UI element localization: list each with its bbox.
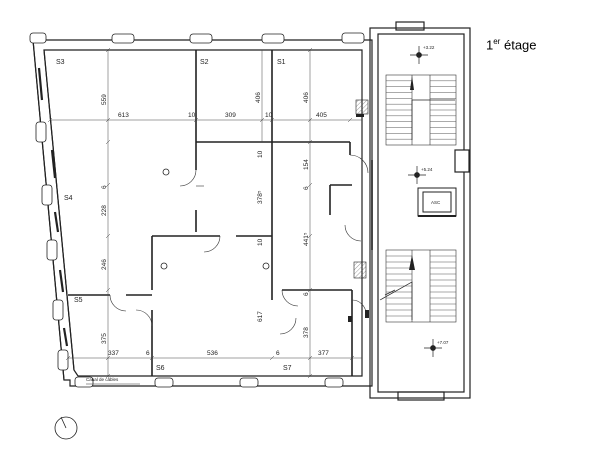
interior-walls [68, 50, 373, 376]
dimension-tick [105, 139, 111, 145]
stair-arrows [379, 99, 455, 320]
dim-337: 337 [108, 350, 119, 357]
dim-10-b: 10 [265, 112, 273, 119]
dim-228: 228 [101, 205, 108, 216]
dim-10-d: 10 [257, 238, 264, 246]
outer-wall [32, 39, 373, 387]
dim-154: 154 [303, 159, 310, 170]
dimension-tick [105, 287, 111, 293]
dimension-tick [269, 355, 275, 361]
room-s2: S2 [200, 59, 209, 66]
room-s5: S5 [74, 297, 83, 304]
cable-duct-label: Canal de câbles [86, 377, 119, 382]
elevator-label: ASC [431, 200, 441, 205]
level-marker-mid [408, 166, 426, 184]
dimension-tick [259, 117, 265, 123]
elevator [417, 187, 457, 217]
dim-405: 405 [316, 112, 327, 119]
dimension-tick [105, 355, 111, 361]
door-swings [109, 154, 369, 335]
dimension-tick [349, 355, 355, 361]
dimension-tick [105, 373, 111, 379]
dim-377: 377 [318, 350, 329, 357]
dimension-tick [105, 233, 111, 239]
stair-fill [409, 76, 415, 270]
dimension-tick [307, 373, 313, 379]
dim-10-a: 10 [188, 112, 196, 119]
dim-375: 375 [101, 333, 108, 344]
dimension-tick [307, 139, 313, 145]
dimension-lines [50, 50, 362, 376]
dimension-tick [105, 47, 111, 53]
service-core [369, 21, 471, 401]
dim-246: 246 [101, 259, 108, 270]
dim-613: 613 [118, 112, 129, 119]
dim-6-b: 6 [276, 350, 280, 357]
dim-406-b: 406 [303, 92, 310, 103]
floor-title: 1er étage [486, 37, 537, 53]
wall-blocks [348, 114, 369, 322]
dimension-tick [347, 117, 353, 123]
dim-378: 378 [303, 327, 310, 338]
level-top-label: +3.22 [423, 45, 435, 50]
dim-441-5: 441⁵ [303, 232, 310, 246]
left-windows [37, 67, 69, 347]
dim-6-vert-c: 6 [303, 292, 310, 296]
dim-559: 559 [101, 94, 108, 105]
dimension-tick [307, 355, 313, 361]
level-mid-label: +5.24 [421, 167, 433, 172]
dim-309: 309 [225, 112, 236, 119]
room-s6: S6 [156, 365, 165, 372]
dimension-tick [105, 117, 111, 123]
dim-10-c: 10 [257, 150, 264, 158]
level-marker-bottom [424, 339, 442, 357]
dimension-tick [149, 355, 155, 361]
radiators [353, 99, 369, 279]
north-arrow-icon [54, 416, 78, 440]
facade-pilasters [29, 32, 365, 388]
dim-617: 617 [257, 311, 264, 322]
dimension-tick [307, 47, 313, 53]
dimension-tick [193, 117, 199, 123]
dimension-tick [269, 117, 275, 123]
dimension-ticks [47, 47, 355, 379]
level-marker-top [410, 46, 428, 64]
dim-406-a: 406 [255, 92, 262, 103]
level-bottom-label: +7.07 [437, 340, 449, 345]
room-s1: S1 [277, 59, 286, 66]
dim-6-vert-b: 6 [101, 185, 108, 189]
dim-6-a: 6 [146, 350, 150, 357]
dimension-tick [105, 182, 111, 188]
dim-6-vert-a: 6 [303, 186, 310, 190]
dimension-tick [307, 287, 313, 293]
dimension-tick [307, 233, 313, 239]
upper-stairs-steps [386, 80, 456, 140]
dimension-tick [47, 117, 53, 123]
room-s4: S4 [64, 195, 73, 202]
dim-536: 536 [207, 350, 218, 357]
dimension-tick [65, 355, 71, 361]
dim-378-5: 378⁵ [257, 190, 264, 204]
dimension-tick [307, 182, 313, 188]
room-s7: S7 [283, 365, 292, 372]
lower-stairs-steps [386, 255, 456, 317]
room-s3: S3 [56, 59, 65, 66]
dimension-tick [307, 117, 313, 123]
columns [160, 168, 270, 270]
